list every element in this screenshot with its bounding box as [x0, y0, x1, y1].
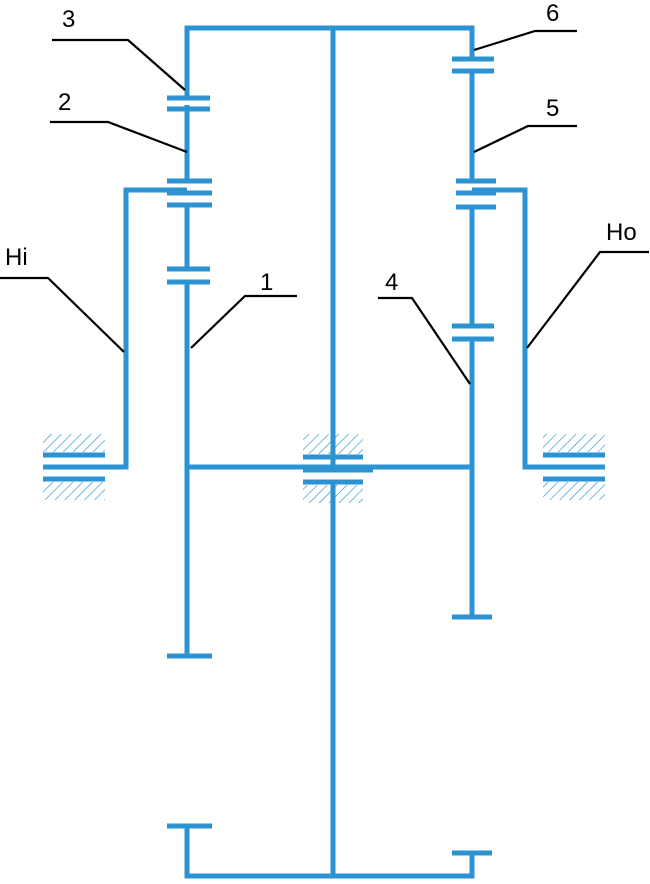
ho-ground-bottom-hatch — [543, 482, 605, 500]
leader-ho — [526, 250, 649, 349]
label-4: 4 — [385, 269, 398, 296]
leader-6 — [473, 29, 577, 52]
ho-ground-top-hatch — [543, 434, 605, 452]
leader-lines — [0, 29, 649, 385]
carrier-ho-arm — [472, 187, 543, 470]
label-5: 5 — [546, 95, 559, 122]
leader-5 — [473, 124, 577, 153]
central-ground-top-hatch — [303, 434, 363, 454]
mechanism-lines — [43, 25, 605, 879]
label-3: 3 — [62, 6, 75, 33]
labels: 3 2 Hi 1 6 5 Ho 4 — [5, 0, 637, 296]
bottom-frame — [184, 826, 475, 879]
label-1: 1 — [260, 269, 273, 296]
leader-4 — [378, 296, 471, 385]
leader-1 — [190, 294, 297, 349]
leader-hi — [0, 276, 125, 353]
label-hi: Hi — [5, 244, 28, 271]
leader-3 — [52, 38, 186, 91]
label-6: 6 — [546, 0, 559, 27]
upper-frame — [184, 25, 475, 97]
central-ground-bottom-hatch — [303, 485, 363, 503]
hi-ground-top-hatch — [43, 434, 105, 452]
carrier-hi-arm — [105, 187, 187, 470]
hi-ground-bottom-hatch — [43, 482, 105, 500]
label-2: 2 — [58, 89, 71, 116]
label-ho: Ho — [606, 219, 637, 246]
ground-hatching — [43, 434, 605, 503]
leader-2 — [50, 120, 188, 154]
